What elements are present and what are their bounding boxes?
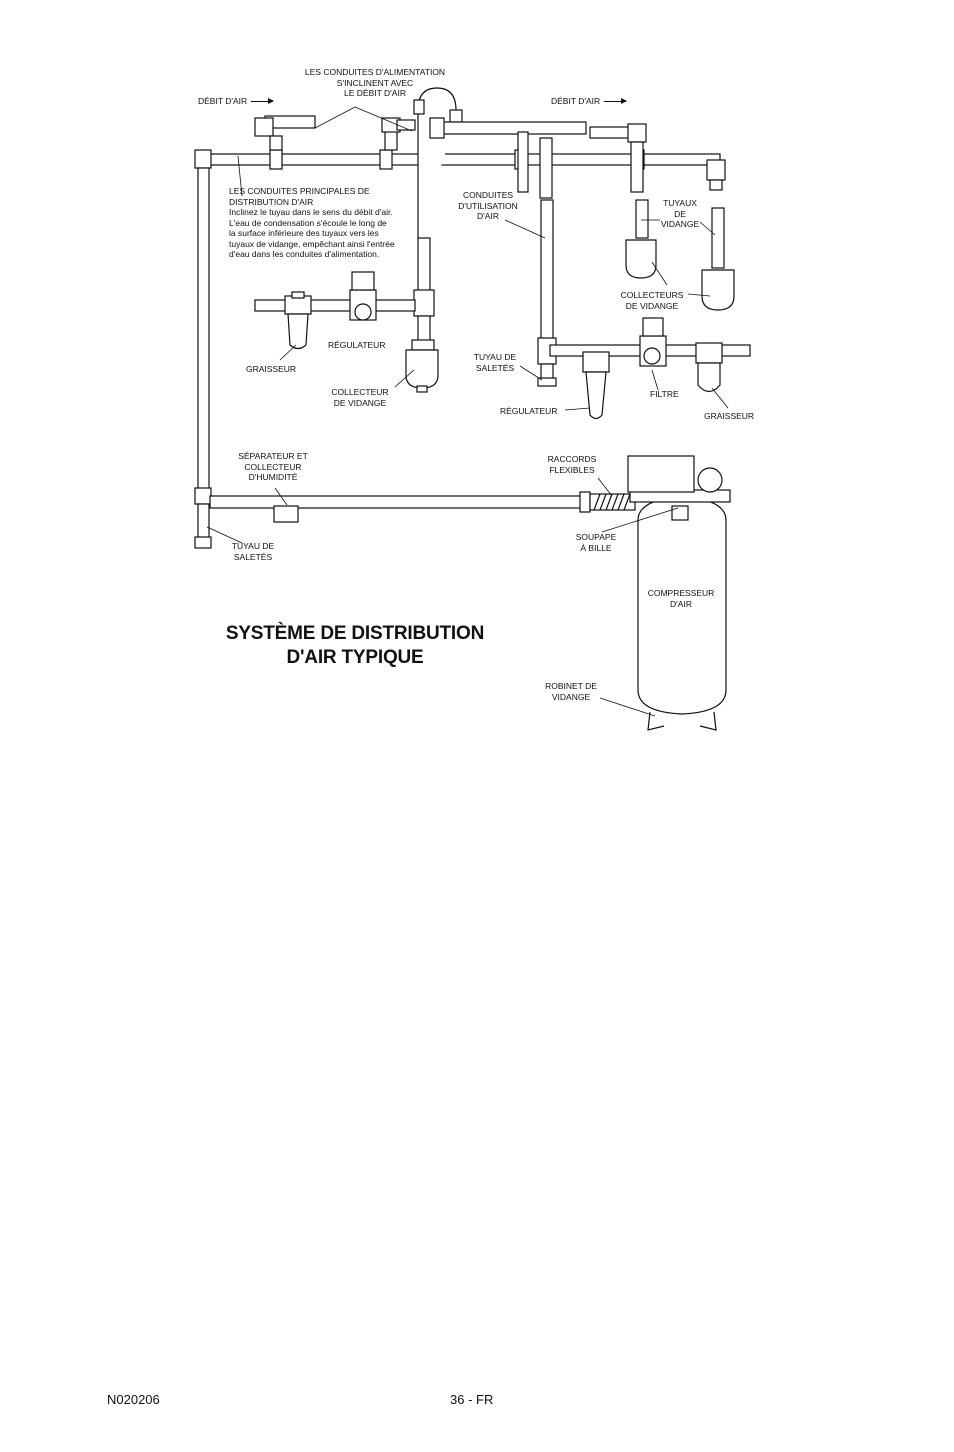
label-drain-collector: COLLECTEUR DE VIDANGE xyxy=(325,387,395,408)
label-line: COLLECTEUR xyxy=(331,387,389,397)
label-line: D'HUMIDITÉ xyxy=(248,472,298,482)
label-dirt-leg-right: TUYAU DE SALETÉS xyxy=(466,352,524,373)
label-line: DISTRIBUTION D'AIR xyxy=(229,196,314,207)
label-line: D'AIR xyxy=(670,598,692,609)
label-line: D'UTILISATION xyxy=(458,200,518,211)
drain-collector-right-1 xyxy=(625,199,657,279)
title-line: D'AIR TYPIQUE xyxy=(286,647,424,668)
feed-line-left xyxy=(254,115,316,151)
label-utility-lines: CONDUITES D'UTILISATION D'AIR xyxy=(452,190,524,222)
label-drain-collectors: COLLECTEURS DE VIDANGE xyxy=(612,290,692,311)
label-line: DE VIDANGE xyxy=(333,397,387,408)
document-code: N020206 xyxy=(107,1392,160,1407)
label-compressor: COMPRESSEUR D'AIR xyxy=(640,588,722,609)
regulator-left xyxy=(349,271,377,321)
regulator-right xyxy=(582,351,610,420)
label-line: À BILLE xyxy=(580,542,612,553)
label-line: COLLECTEUR xyxy=(244,461,302,472)
arrow-right-icon xyxy=(251,98,275,105)
label-feed-lines: LES CONDUITES D'ALIMENTATION S'INCLINENT… xyxy=(293,67,457,99)
label-ball-valve: SOUPAPE À BILLE xyxy=(568,532,624,553)
label-line: LE DÉBIT D'AIR xyxy=(344,88,406,98)
label-line: TUYAUX xyxy=(663,198,697,208)
air-distribution-diagram xyxy=(194,87,751,731)
lubricator-left xyxy=(284,291,312,350)
label-line: DE xyxy=(674,208,686,219)
label-line: ROBINET DE xyxy=(545,681,597,691)
label-line: la surface inférieure des tuyaux vers le… xyxy=(229,228,379,238)
label-filter: FILTRE xyxy=(650,389,679,399)
label-text: DÉBIT D'AIR xyxy=(198,96,248,106)
label-drain-valve: ROBINET DE VIDANGE xyxy=(538,681,604,702)
label-line: COMPRESSEUR xyxy=(647,588,715,598)
label-regulator-left: RÉGULATEUR xyxy=(328,340,386,350)
drain-collector-right-2 xyxy=(701,207,735,311)
label-drain-pipes: TUYAUX DE VIDANGE xyxy=(654,198,706,230)
label-line: TUYAU DE xyxy=(231,541,275,551)
label-dirt-leg-left: TUYAU DE SALETÉS xyxy=(225,541,281,562)
label-line: DE VIDANGE xyxy=(625,300,679,311)
label-line: tuyaux de vidange, empêchant ainsi l'ent… xyxy=(229,238,395,249)
label-line: COLLECTEURS xyxy=(620,290,684,300)
label-line: d'eau dans les conduites d'alimentation. xyxy=(229,249,380,259)
filter-right xyxy=(639,317,667,367)
arrow-right-icon xyxy=(604,98,628,105)
label-text: DÉBIT D'AIR xyxy=(551,96,601,106)
label-flex-hoses: RACCORDS FLEXIBLES xyxy=(540,454,604,475)
label-line: SOUPAPE xyxy=(575,532,617,542)
drain-collector-left xyxy=(405,339,439,393)
label-main-lines: LES CONDUITES PRINCIPALES DE DISTRIBUTIO… xyxy=(229,186,395,260)
label-line: FLEXIBLES xyxy=(549,464,595,475)
label-line: VIDANGE xyxy=(551,691,591,702)
compressor-main-line xyxy=(209,491,591,523)
label-separator: SÉPARATEUR ET COLLECTEUR D'HUMIDITÉ xyxy=(230,451,316,483)
label-air-flow-left: DÉBIT D'AIR xyxy=(198,96,275,107)
label-line: Inclinez le tuyau dans le sens du débit … xyxy=(229,207,393,217)
label-line: D'AIR xyxy=(477,211,499,221)
label-air-flow-right: DÉBIT D'AIR xyxy=(551,96,628,107)
label-line: LES CONDUITES D'ALIMENTATION xyxy=(304,67,446,77)
label-line: SALETÉS xyxy=(233,551,273,562)
title-line: SYSTÈME DE DISTRIBUTION xyxy=(225,623,485,644)
diagram-title: SYSTÈME DE DISTRIBUTION D'AIR TYPIQUE xyxy=(200,622,510,670)
page-number: 36 - FR xyxy=(450,1392,494,1407)
utility-drop-left xyxy=(254,237,435,345)
label-line: L'eau de condensation s'écoule le long d… xyxy=(229,217,387,228)
label-line: RACCORDS xyxy=(547,454,597,464)
left-riser-pipe xyxy=(194,167,212,549)
label-line: SÉPARATEUR ET xyxy=(238,451,308,461)
label-line: LES CONDUITES PRINCIPALES DE xyxy=(229,186,370,196)
label-lubricator-right: GRAISSEUR xyxy=(704,411,755,421)
flexible-hose xyxy=(589,493,636,511)
feed-line-loop xyxy=(381,87,647,238)
label-line: VIDANGE xyxy=(660,219,700,229)
label-lubricator-left: GRAISSEUR xyxy=(246,364,297,374)
label-regulator-right: RÉGULATEUR xyxy=(500,406,558,416)
lubricator-right xyxy=(695,342,723,393)
label-line: S'INCLINENT AVEC xyxy=(336,77,414,88)
air-compressor xyxy=(627,455,731,731)
label-line: CONDUITES xyxy=(462,190,514,200)
label-line: SALETÉS xyxy=(475,362,515,373)
main-distribution-pipe xyxy=(194,149,726,191)
label-line: TUYAU DE xyxy=(473,352,517,362)
